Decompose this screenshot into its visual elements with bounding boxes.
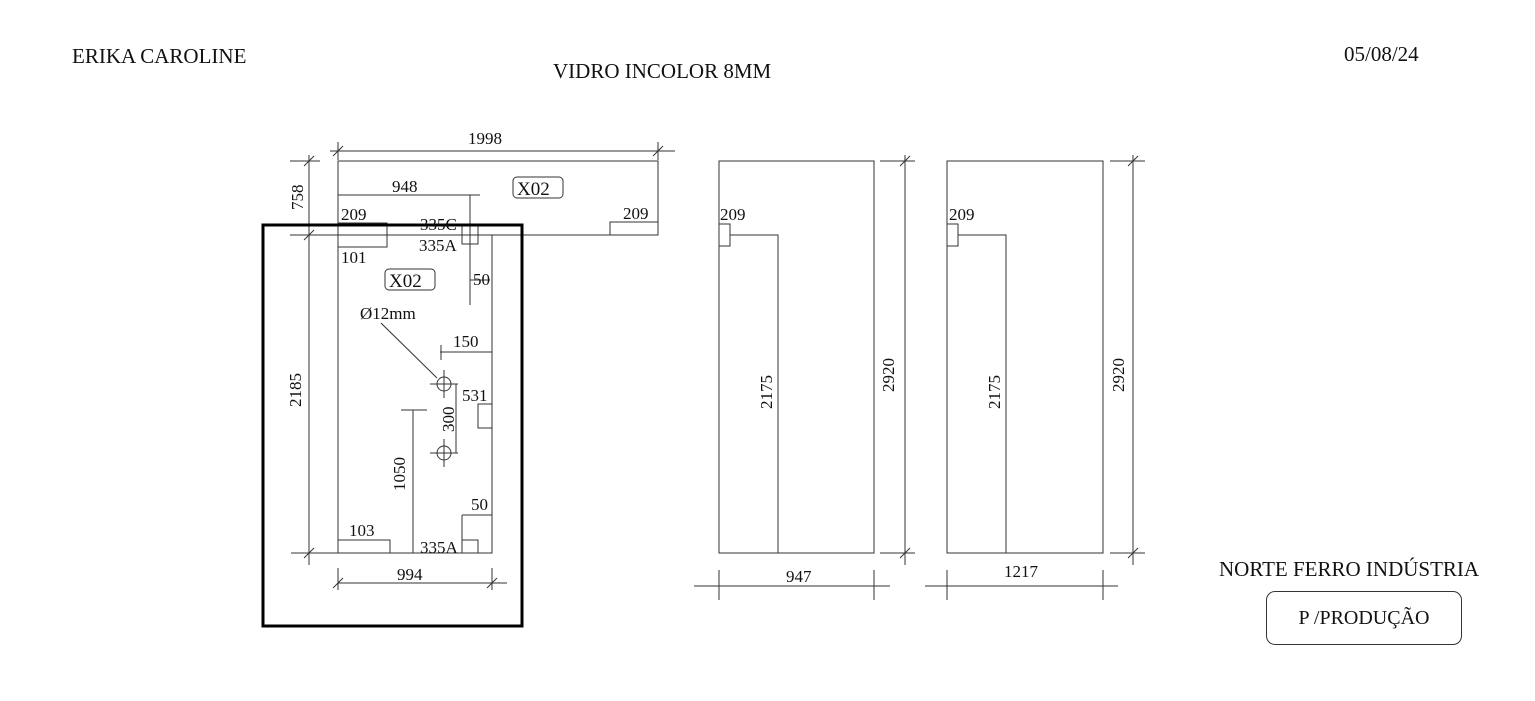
label-947: 947	[786, 567, 812, 586]
drawing-date: 05/08/24	[1344, 42, 1419, 66]
left-notch-531	[477, 403, 493, 429]
left-notch-bottom	[337, 539, 391, 554]
production-stamp: P /PRODUÇÃO	[1266, 591, 1462, 645]
label-panel-2-2920: 2920	[1109, 358, 1128, 392]
top-notch-right	[609, 221, 659, 236]
label-50-top: 50	[473, 270, 490, 289]
label-335c: 335C	[420, 215, 457, 234]
label-2185: 2185	[286, 373, 305, 407]
label-150: 150	[453, 332, 479, 351]
label-994: 994	[397, 565, 423, 584]
left-piece	[291, 230, 507, 590]
label-300: 300	[439, 407, 458, 433]
label-panel-2-notch: 209	[949, 205, 975, 224]
label-209-top-left: 209	[341, 205, 367, 224]
panel-1-inner	[730, 234, 779, 553]
label-101: 101	[341, 248, 367, 267]
panel-1	[694, 155, 915, 600]
label-panel-1-notch: 209	[720, 205, 746, 224]
label-panel-2-2175: 2175	[985, 375, 1004, 409]
tag-top: X02	[517, 179, 550, 200]
label-panel-1-2920: 2920	[879, 358, 898, 392]
highlight-box	[261, 223, 524, 628]
top-piece-outline	[337, 160, 659, 236]
client-name: ERIKA CAROLINE	[72, 44, 247, 68]
hole-leader	[380, 322, 438, 379]
tag-left: X02	[389, 271, 422, 292]
left-notch-335a	[461, 539, 479, 554]
label-948: 948	[392, 177, 418, 196]
panel-2-inner	[958, 234, 1007, 553]
stamp-label: P /PRODUÇÃO	[1298, 606, 1430, 629]
panel-1-outline	[718, 160, 875, 554]
panel-2	[925, 155, 1145, 600]
label-hole-diameter: Ø12mm	[360, 304, 416, 323]
label-758: 758	[288, 185, 307, 211]
label-335a-bottom: 335A	[420, 538, 459, 557]
label-1050: 1050	[390, 457, 409, 491]
label-1998: 1998	[468, 129, 502, 148]
company-name: NORTE FERRO INDÚSTRIA	[1219, 557, 1480, 581]
tag-frame-left	[384, 268, 436, 291]
label-1217: 1217	[1004, 562, 1039, 581]
label-531: 531	[462, 386, 488, 405]
tag-frame-top	[512, 176, 564, 199]
panel-2-notch	[946, 223, 959, 247]
label-209-top-right: 209	[623, 204, 649, 223]
label-335a-top: 335A	[419, 236, 458, 255]
label-103: 103	[349, 521, 375, 540]
material-title: VIDRO INCOLOR 8MM	[553, 59, 772, 83]
left-piece-outline	[337, 234, 493, 554]
label-50-bottom: 50	[471, 495, 488, 514]
panel-1-notch	[718, 223, 731, 247]
label-panel-1-2175: 2175	[757, 375, 776, 409]
panel-2-outline	[946, 160, 1104, 554]
